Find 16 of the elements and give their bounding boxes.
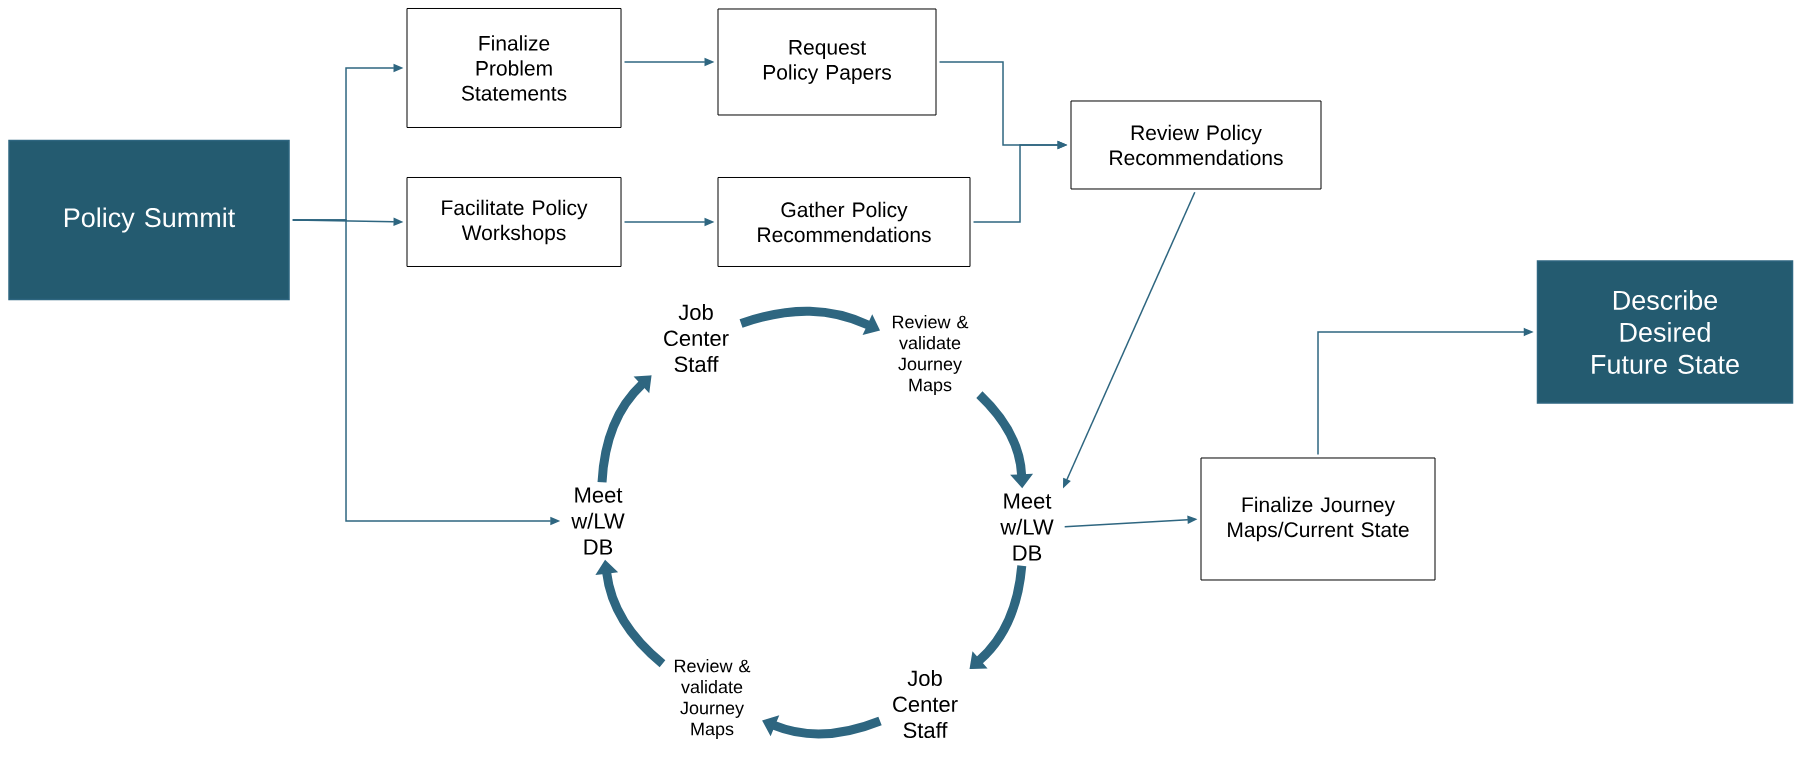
step-label: Meet w/LW DB xyxy=(1000,493,1054,561)
process-box: Request Policy Papers xyxy=(717,8,937,116)
process-box: Facilitate Policy Workshops xyxy=(406,177,622,267)
step-label: Meet w/LW DB xyxy=(571,487,625,555)
arrow xyxy=(969,565,1027,669)
process-box: Describe Desired Future State xyxy=(1536,260,1794,404)
step-label: Review & validate Journey Maps xyxy=(675,659,751,739)
step-label: Job Center Staff xyxy=(664,303,729,373)
arrow xyxy=(597,375,652,483)
process-box: Finalize Problem Statements xyxy=(406,8,622,128)
process-box: Gather Policy Recommendations xyxy=(717,177,971,267)
step-label: Review & validate Journey Maps xyxy=(893,315,969,395)
process-box: Review Policy Recommendations xyxy=(1070,100,1322,190)
process-box: Policy Summit xyxy=(8,139,290,301)
step-label: Job Center Staff xyxy=(893,669,958,739)
process-box: Finalize Journey Maps/Current State xyxy=(1200,457,1436,581)
